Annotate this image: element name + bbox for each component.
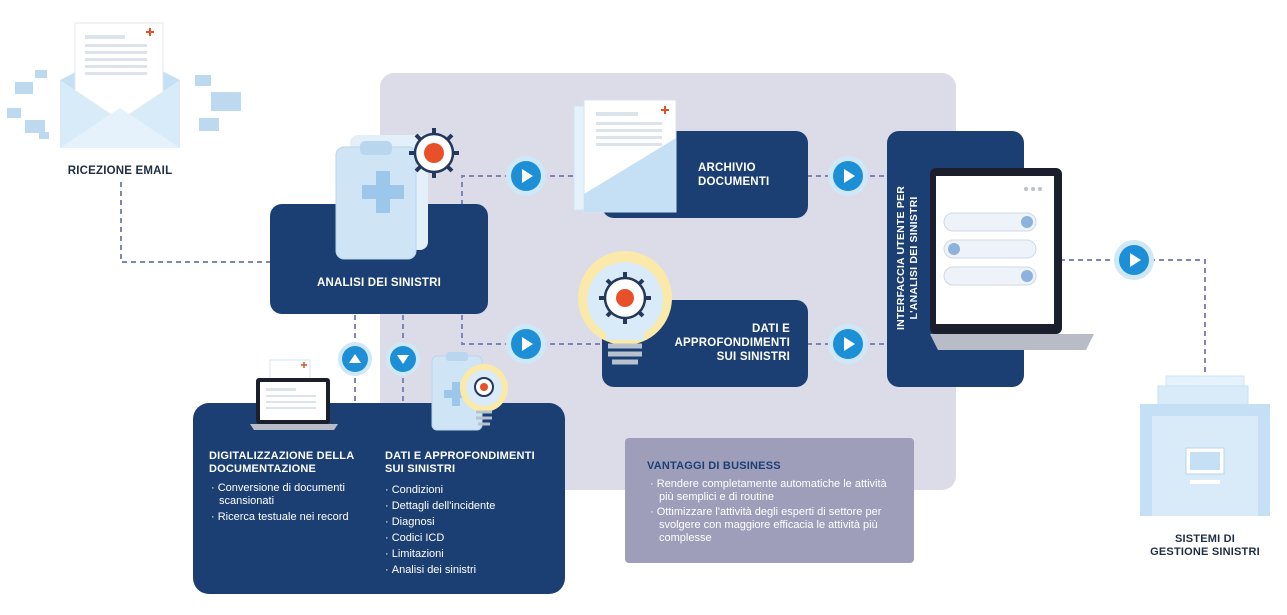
list-item: · Ottimizzare l'attività degli esperti d… [650, 506, 882, 544]
list-item: · Ricerca testuale nei record [211, 511, 349, 523]
business-benefits-box: VANTAGGI DI BUSINESS · Rendere completam… [625, 438, 914, 563]
business-benefits-title: VANTAGGI DI BUSINESS [647, 460, 781, 472]
play-icon-insights-to-ui [833, 329, 863, 359]
lightbulb-gear-icon [578, 251, 672, 365]
play-icon-archive [511, 161, 541, 191]
list-item: · Limitazioni [385, 548, 444, 560]
small-laptop-icon [250, 359, 338, 430]
list-item: · Conversione di documenti scansionati [211, 482, 345, 507]
clipboard-gear-icon [335, 128, 459, 260]
small-clipboard-icon [431, 352, 508, 431]
envelope-icon [7, 22, 241, 148]
documents-icon [573, 99, 677, 213]
list-item: · Codici ICD [385, 532, 445, 544]
claims-analysis-label: ANALISI DEI SINISTRI [316, 277, 442, 289]
email-illustration [5, 20, 250, 155]
list-item: · Analisi dei sinistri [385, 564, 477, 576]
play-icon-insights [511, 329, 541, 359]
arrow-up-icon [342, 346, 368, 372]
arrow-down-icon [390, 346, 416, 372]
list-item: · Dettagli dell'incidente [385, 500, 496, 512]
filing-cabinet-icon [1140, 375, 1270, 516]
list-item: · Rendere completamente automatiche le a… [650, 478, 887, 503]
list-item: · Condizioni [385, 484, 444, 496]
list-item: · Diagnosi [385, 516, 435, 528]
email-label: RICEZIONE EMAIL [67, 165, 173, 177]
play-icon-archive-to-ui [833, 161, 863, 191]
play-icon-ui-to-systems [1119, 245, 1149, 275]
laptop-icon [930, 168, 1094, 350]
